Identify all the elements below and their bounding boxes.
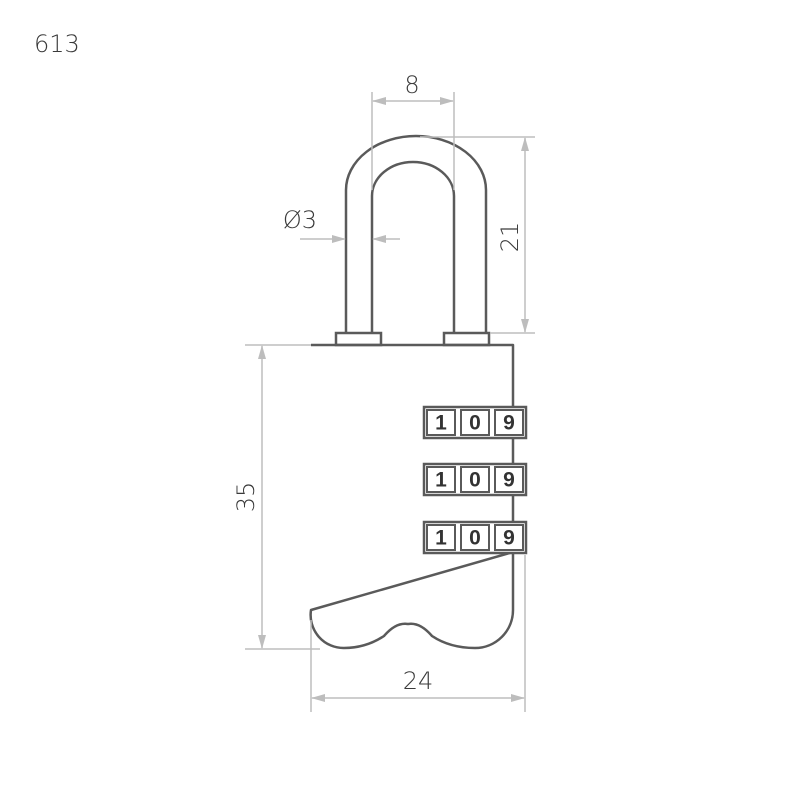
dimension-shackle-width: 8 (371, 71, 455, 190)
shackle-diameter-value: Ø3 (283, 206, 317, 234)
shackle-collar-right (442, 331, 491, 347)
combination-wheel[interactable] (426, 524, 456, 551)
body-height-value: 35 (232, 482, 260, 513)
combination-wheel[interactable] (460, 524, 490, 551)
combination-digit: 1 (435, 527, 447, 550)
combination-wheel[interactable] (494, 466, 524, 493)
combination-wheel[interactable] (426, 466, 456, 493)
combination-digit: 0 (469, 527, 481, 550)
shackle-inner (370, 160, 456, 333)
combination-wheel[interactable] (426, 409, 456, 436)
shackle-outer (344, 134, 488, 333)
combination-digit: 0 (469, 412, 481, 435)
dimension-body-width: 24 (310, 555, 526, 712)
shackle-width-value: 8 (404, 71, 419, 99)
dimension-shackle-height: 21 (420, 136, 535, 334)
combination-row-frame (422, 462, 528, 497)
combination-digit: 0 (469, 469, 481, 492)
combination-digit: 1 (435, 412, 447, 435)
combination-digit: 9 (503, 412, 515, 435)
combination-wheel[interactable] (494, 524, 524, 551)
combination-digit: 1 (435, 469, 447, 492)
combination-digit: 9 (503, 527, 515, 550)
dimension-shackle-diameter: Ø3 (283, 206, 400, 243)
model-number-label: 613 (34, 30, 80, 58)
shackle-height-value: 21 (496, 222, 524, 253)
combination-digit: 9 (503, 469, 515, 492)
combination-row-frame (422, 405, 528, 440)
combination-wheel[interactable] (460, 466, 490, 493)
body-width-value: 24 (403, 667, 434, 695)
combination-row-frame (422, 520, 528, 555)
dimension-body-height: 35 (232, 344, 320, 650)
lock-body (309, 343, 515, 650)
combination-wheel[interactable] (494, 409, 524, 436)
combination-wheel[interactable] (460, 409, 490, 436)
shackle (344, 134, 488, 333)
shackle-collar-left (334, 331, 383, 347)
